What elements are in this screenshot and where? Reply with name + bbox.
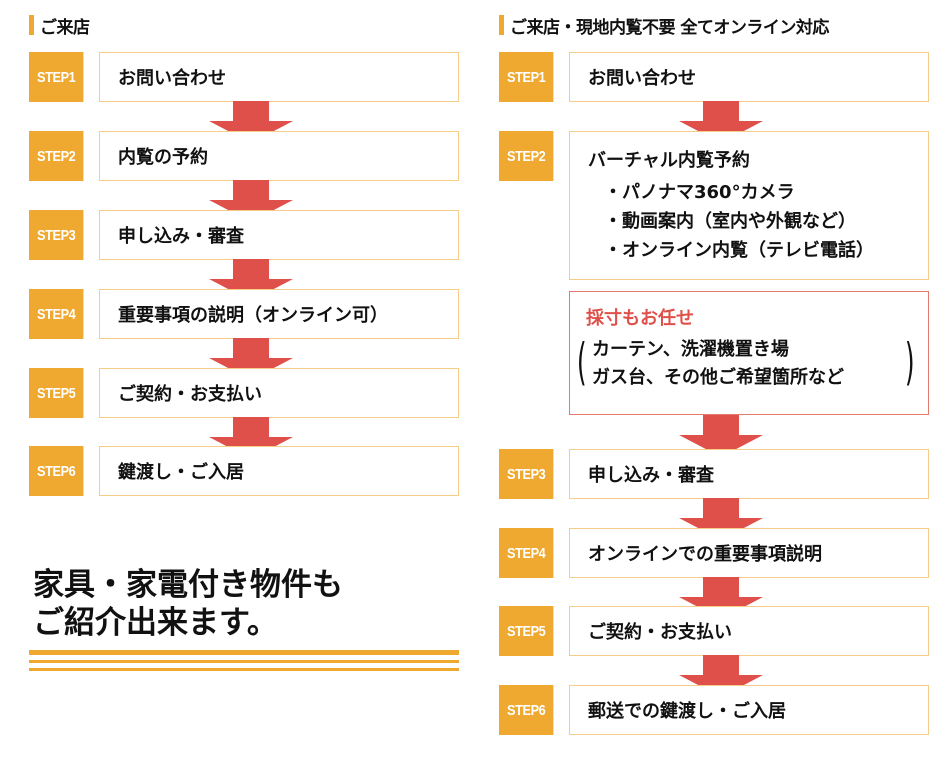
note-title: 採寸もお任せ (586, 308, 694, 329)
step-badge: STEP1 (499, 52, 554, 102)
step-box: 重要事項の説明（オンライン可） (99, 289, 459, 339)
left-step-1: STEP1 お問い合わせ (29, 52, 460, 102)
left-step-2: STEP2 内覧の予約 (29, 131, 460, 181)
paren-open: ( (576, 333, 587, 391)
step-badge: STEP6 (29, 446, 84, 496)
right-step-5: STEP5 ご契約・お支払い (499, 606, 930, 656)
heading-bar-icon (29, 15, 34, 35)
step-2-title: バーチャル内覧予約 (588, 150, 750, 171)
step-box: オンラインでの重要事項説明 (569, 528, 929, 578)
step-box: ご契約・お支払い (99, 368, 459, 418)
right-step-1: STEP1 お問い合わせ (499, 52, 930, 102)
note-line-1: カーテン、洗濯機置き場 (592, 339, 789, 360)
option-video: ・動画案内（室内や外観など） (604, 211, 856, 232)
step-box: 申し込み・審査 (569, 449, 929, 499)
option-online: ・オンライン内覧（テレビ電話） (604, 240, 874, 261)
left-step-4: STEP4 重要事項の説明（オンライン可） (29, 289, 460, 339)
step-badge: STEP4 (29, 289, 84, 339)
promo-line-2: ご紹介出来ます。 (33, 605, 278, 641)
paren-close: ) (904, 333, 915, 391)
left-step-3: STEP3 申し込み・審査 (29, 210, 460, 260)
step-box: 鍵渡し・ご入居 (99, 446, 459, 496)
right-heading-text: ご来店・現地内覧不要 全てオンライン対応 (510, 17, 829, 38)
furniture-promo: 家具・家電付き物件も ご紹介出来ます。 (33, 566, 343, 642)
step-badge: STEP2 (499, 131, 554, 181)
promo-line-1: 家具・家電付き物件も (33, 567, 343, 603)
step-badge: STEP6 (499, 685, 554, 735)
step-badge: STEP1 (29, 52, 84, 102)
step-box: お問い合わせ (99, 52, 459, 102)
step-badge: STEP5 (29, 368, 84, 418)
measurement-note: 採寸もお任せ ( カーテン、洗濯機置き場 ガス台、その他ご希望箇所など ) (569, 291, 929, 415)
left-step-6: STEP6 鍵渡し・ご入居 (29, 446, 460, 496)
step-box: 郵送での鍵渡し・ご入居 (569, 685, 929, 735)
step-box: 申し込み・審査 (99, 210, 459, 260)
left-heading-text: ご来店 (40, 17, 90, 38)
step-badge: STEP2 (29, 131, 84, 181)
step-box: バーチャル内覧予約 ・パノナマ360°カメラ ・動画案内（室内や外観など） ・オ… (569, 131, 929, 280)
step-badge: STEP3 (499, 449, 554, 499)
note-line-2: ガス台、その他ご希望箇所など (592, 367, 844, 388)
promo-stripes (29, 650, 459, 671)
right-step-3: STEP3 申し込み・審査 (499, 449, 930, 499)
right-step-4: STEP4 オンラインでの重要事項説明 (499, 528, 930, 578)
right-heading: ご来店・現地内覧不要 全てオンライン対応 (499, 14, 829, 38)
heading-bar-icon (499, 15, 504, 35)
step-badge: STEP5 (499, 606, 554, 656)
step-box: お問い合わせ (569, 52, 929, 102)
step-box: ご契約・お支払い (569, 606, 929, 656)
right-step-2: STEP2 バーチャル内覧予約 ・パノナマ360°カメラ ・動画案内（室内や外観… (499, 131, 930, 280)
left-step-5: STEP5 ご契約・お支払い (29, 368, 460, 418)
step-badge: STEP3 (29, 210, 84, 260)
step-badge: STEP4 (499, 528, 554, 578)
note-body: カーテン、洗濯機置き場 ガス台、その他ご希望箇所など (578, 336, 858, 392)
step-box: 内覧の予約 (99, 131, 459, 181)
option-panorama: ・パノナマ360°カメラ (604, 182, 795, 203)
right-step-6: STEP6 郵送での鍵渡し・ご入居 (499, 685, 930, 735)
left-heading: ご来店 (29, 14, 90, 38)
virtual-tour-options: ・パノナマ360°カメラ ・動画案内（室内や外観など） ・オンライン内覧（テレビ… (604, 178, 874, 265)
